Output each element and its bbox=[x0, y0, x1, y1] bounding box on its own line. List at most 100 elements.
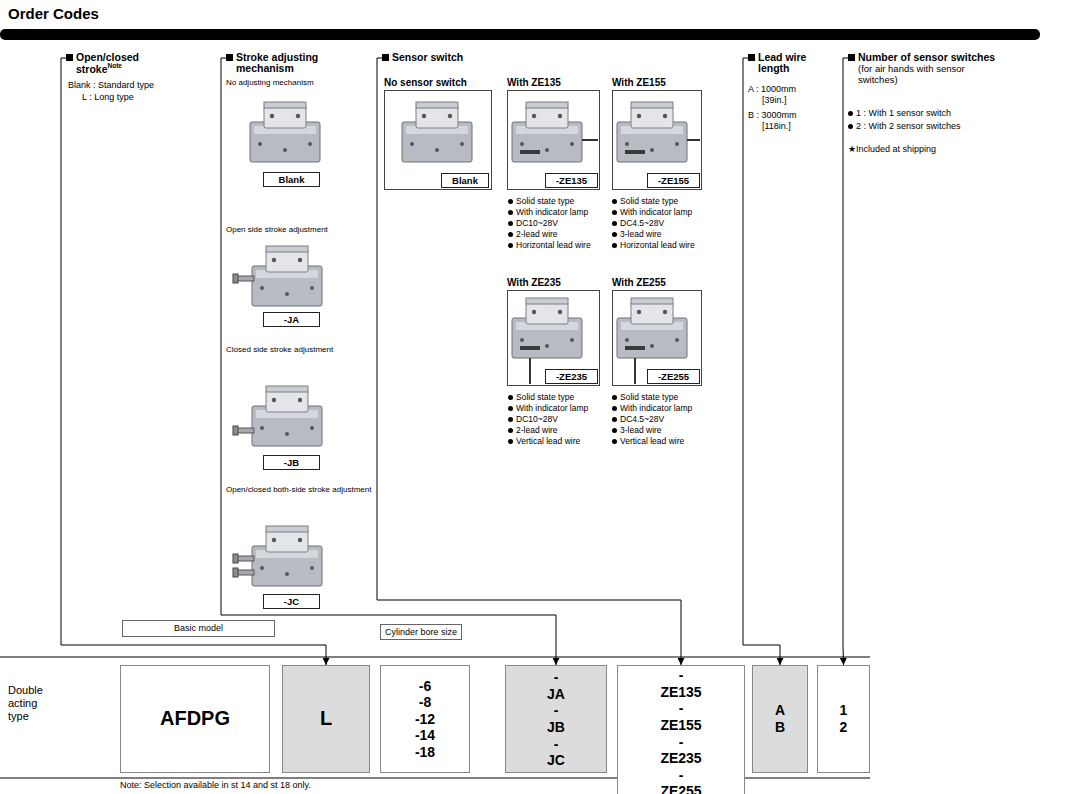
spec-bullet: DC10~28V bbox=[508, 414, 558, 425]
order-code-connector bbox=[843, 58, 848, 665]
spec-bullet: Solid state type bbox=[612, 392, 678, 403]
spec-bullet: 2-lead wire bbox=[508, 425, 558, 436]
order-code-box: -JA -JB -JC bbox=[505, 665, 607, 773]
order-code-connector bbox=[221, 58, 556, 665]
code-tag: Blank bbox=[441, 173, 489, 188]
code-text: -JA bbox=[284, 314, 299, 325]
adjust-rod bbox=[233, 568, 254, 577]
spec-bullet: 2 : With 2 sensor switches bbox=[848, 121, 961, 132]
spec-bullet: DC4.5~28V bbox=[612, 414, 664, 425]
code-tag: -JA bbox=[263, 312, 320, 327]
spec-bullet: Solid state type bbox=[508, 196, 574, 207]
header-bar bbox=[0, 29, 1040, 40]
frame-heading: No sensor switch bbox=[384, 77, 467, 89]
spec-bullet: DC10~28V bbox=[508, 218, 558, 229]
code-text: A B bbox=[775, 702, 785, 735]
sensor bbox=[625, 150, 645, 154]
product-photo bbox=[402, 102, 472, 162]
code-text: -ZE235 bbox=[556, 371, 587, 382]
section-heading: Open/closed strokeNote bbox=[66, 52, 150, 75]
spec-bullet: Horizontal lead wire bbox=[612, 240, 695, 251]
heading-text: Lead wire length bbox=[758, 51, 806, 74]
lead-wire bbox=[529, 358, 531, 384]
photo-frame: With ZE155-ZE155 bbox=[612, 90, 702, 190]
order-code-box: -ZE135 -ZE155 -ZE235 -ZE255 bbox=[617, 665, 745, 794]
heading-text: Stroke adjusting mechanism bbox=[236, 51, 318, 74]
lead-wire bbox=[634, 358, 636, 384]
sensor bbox=[520, 346, 540, 350]
page-title: Order Codes bbox=[8, 5, 99, 23]
annotation: Open side stroke adjustment bbox=[226, 224, 328, 235]
heading-note: (for air hands with sensor switches) bbox=[858, 63, 998, 85]
product-photo bbox=[512, 298, 582, 358]
spec-bullet: With indicator lamp bbox=[508, 207, 588, 218]
field-label-box: Basic model bbox=[122, 620, 275, 637]
code-text: Basic model bbox=[174, 623, 223, 634]
code-text: AFDPG bbox=[160, 707, 230, 731]
spec-bullet: Solid state type bbox=[508, 392, 574, 403]
spec-bullet: 3-lead wire bbox=[612, 425, 662, 436]
annotation: A : 1000mm bbox=[748, 84, 796, 95]
field-label-box: Cylinder bore size bbox=[380, 624, 462, 640]
annotation: Note: Selection available in st 14 and s… bbox=[120, 780, 311, 791]
frame-heading: With ZE235 bbox=[507, 277, 561, 289]
spec-bullet: With indicator lamp bbox=[612, 403, 692, 414]
annotation: Blank : Standard type bbox=[68, 80, 154, 91]
spec-bullet: With indicator lamp bbox=[612, 207, 692, 218]
order-code-box: L bbox=[282, 665, 370, 773]
order-code-connector bbox=[61, 58, 326, 665]
spec-bullet: Horizontal lead wire bbox=[508, 240, 591, 251]
product-photo bbox=[250, 102, 320, 162]
code-text: -JA -JB -JC bbox=[547, 669, 565, 768]
rule bbox=[0, 656, 870, 657]
code-tag: -ZE235 bbox=[545, 369, 598, 384]
order-code-box: -6 -8 -12 -14 -18 bbox=[380, 665, 470, 773]
order-code-box: AFDPG bbox=[120, 665, 270, 773]
spec-bullet: DC4.5~28V bbox=[612, 218, 664, 229]
order-code-box: A B bbox=[752, 665, 808, 773]
code-text: -JB bbox=[284, 457, 299, 468]
annotation: B : 3000mm bbox=[748, 110, 797, 121]
code-tag: -ZE135 bbox=[545, 173, 598, 188]
frame-heading: With ZE255 bbox=[612, 277, 666, 289]
heading-text: Open/closed stroke bbox=[76, 51, 139, 75]
sensor bbox=[520, 150, 540, 154]
product-photo bbox=[617, 298, 687, 358]
code-tag: -ZE255 bbox=[647, 369, 700, 384]
code-text: -ZE255 bbox=[658, 371, 689, 382]
code-tag: -JC bbox=[263, 594, 320, 609]
spec-bullet: Solid state type bbox=[612, 196, 678, 207]
code-text: -ZE135 bbox=[556, 175, 587, 186]
code-text: Cylinder bore size bbox=[385, 627, 457, 638]
product-photo bbox=[252, 246, 322, 306]
product-photo bbox=[617, 102, 687, 162]
annotation: Closed side stroke adjustment bbox=[226, 344, 333, 355]
annotation: [39in.] bbox=[762, 95, 787, 106]
code-text: 1 2 bbox=[840, 702, 848, 735]
frame-heading: With ZE135 bbox=[507, 77, 561, 89]
spec-bullet: 2-lead wire bbox=[508, 229, 558, 240]
sensor bbox=[625, 346, 645, 350]
product-photo bbox=[512, 102, 582, 162]
spec-bullet: 3-lead wire bbox=[612, 229, 662, 240]
section-heading: Number of sensor switches(for air hands … bbox=[848, 52, 998, 85]
order-code-box: 1 2 bbox=[817, 665, 870, 773]
code-text: -ZE135 -ZE155 -ZE235 -ZE255 bbox=[660, 667, 701, 794]
adjust-rod bbox=[233, 274, 254, 283]
product-photo bbox=[252, 386, 322, 446]
code-text: Blank bbox=[279, 174, 305, 185]
photo-frame: With ZE135-ZE135 bbox=[507, 90, 600, 190]
annotation: Open/closed both-side stroke adjustment bbox=[226, 484, 371, 495]
code-tag: -ZE155 bbox=[647, 173, 700, 188]
code-text: -6 -8 -12 -14 -18 bbox=[415, 678, 435, 761]
photo-frame: With ZE255-ZE255 bbox=[612, 290, 702, 386]
order-code-connector bbox=[377, 58, 681, 665]
heading-note: Note bbox=[108, 62, 122, 69]
order-code-connector bbox=[743, 58, 780, 665]
annotation: No adjusting mechanism bbox=[226, 77, 314, 88]
section-heading: Stroke adjusting mechanism bbox=[226, 52, 338, 74]
code-tag: Blank bbox=[263, 172, 320, 187]
adjust-rod bbox=[233, 554, 254, 563]
code-text: -ZE155 bbox=[658, 175, 689, 186]
code-text: L bbox=[320, 707, 332, 731]
